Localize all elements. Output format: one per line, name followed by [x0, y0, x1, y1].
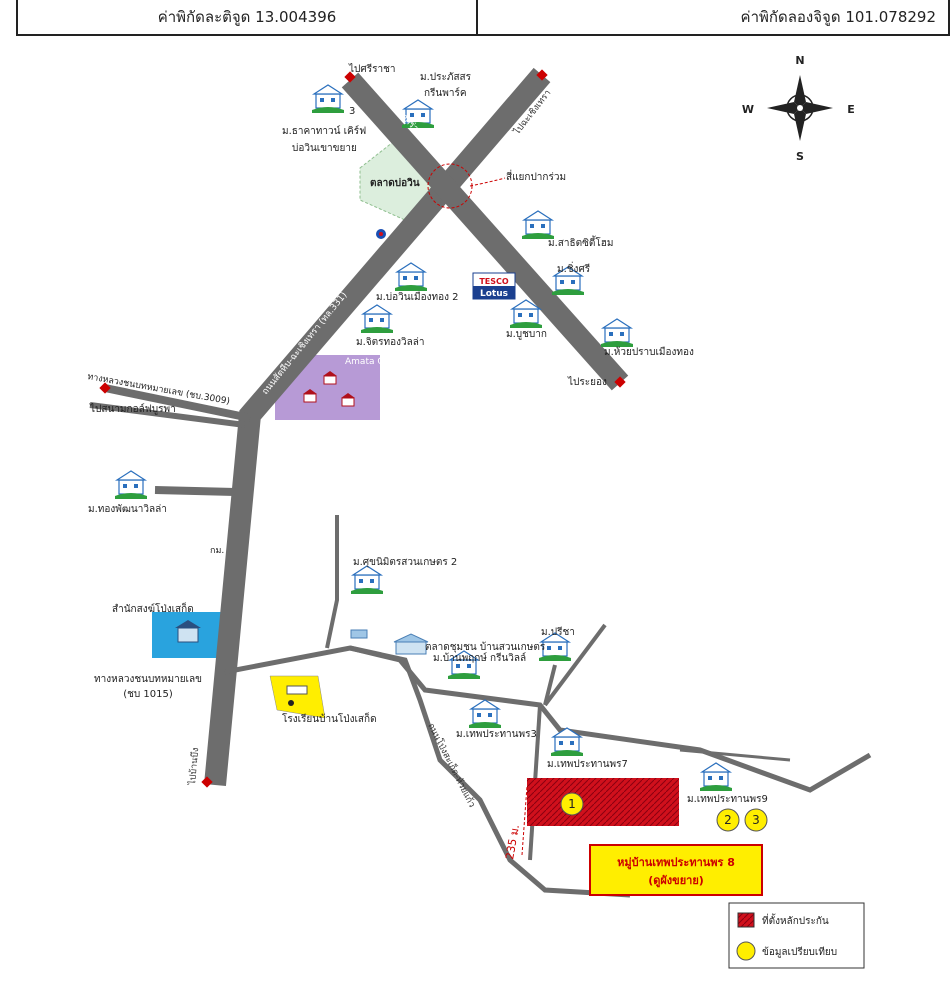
roads [89, 67, 872, 898]
compass-w: W [742, 103, 754, 116]
coordinate-header: ค่าพิกัดละติจูด 13.004396 ค่าพิกัดลองจิจ… [16, 0, 950, 36]
village-3-label: 3 [349, 106, 355, 117]
temple-icon [175, 620, 201, 643]
compass-n: N [795, 54, 804, 67]
marker-1-label: 1 [568, 797, 576, 811]
marker-3 [744, 808, 768, 832]
village-ascot-label: ม.ธาคาทาวน์ เคิร์ฟ [282, 125, 366, 137]
svg-text:Lotus: Lotus [480, 289, 508, 299]
village-preecha-label: ม.ปรีชา [541, 626, 575, 638]
distance-label: 235 ม. [503, 824, 522, 861]
subject-subtitle: (ดูผังขยาย) [648, 874, 704, 888]
amata-city-label: Amata City [345, 357, 396, 367]
svg-text:TESCO: TESCO [479, 277, 509, 286]
longitude-label: ค่าพิกัดลองจิจูด 101.078292 [476, 0, 948, 34]
to-ban-bueng-label: ไปบ้านบึง [187, 747, 201, 786]
latitude-label: ค่าพิกัดละติจูด 13.004396 [157, 8, 337, 26]
village-prapatsorn-label: ม.ประภัสสร [420, 72, 472, 83]
pong-sakit-school-label: โรงเรียนบ้านโป่งเสก็ด [282, 711, 377, 725]
village-bowin-muang-thong-label: ม.บ่อวินเมืองทอง 2 [376, 291, 459, 303]
village-chingchai-label: ม.ชิ่งศรี [557, 261, 591, 275]
to-rayong-label: ไประยอง [567, 376, 607, 388]
bo-win-market-label: ตลาดบ่อวิน [370, 177, 420, 189]
km-marker-label: กม. [210, 546, 224, 556]
compass-s: S [796, 150, 804, 163]
legend-collateral-label: ที่ตั้งหลักประกัน [762, 913, 829, 927]
village-thep-9-label: ม.เทพประทานพร9 [687, 794, 768, 805]
road-1015-label-1: ทางหลวงชนบทหมายเลข [94, 674, 202, 685]
tesco-lotus-logo: TESCO Lotus [472, 272, 516, 300]
community-market-icon [393, 633, 429, 655]
pak-ruam-junction-label: สี่แยกปากร่วม [506, 169, 566, 183]
to-sriracha-label: ไปศรีราชา [348, 63, 395, 75]
village-jitra-thong-label: ม.จิตรทองวิลล่า [356, 337, 424, 348]
small-building-icon [350, 629, 368, 639]
collateral-parcel [527, 778, 679, 826]
village-thong-phatthana-label: ม.ทองพัฒนาวิลล่า [88, 504, 167, 515]
school-area [269, 675, 326, 719]
village-prapatsorn-label-2: กรีนพาร์ค [424, 87, 467, 99]
legend-comparison-label: ข้อมูลเปรียบเทียบ [762, 946, 837, 958]
marker-2 [716, 808, 740, 832]
subject-title: หมู่บ้านเทพประทานพร 8 [617, 856, 735, 870]
marker-3-label: 3 [752, 813, 760, 827]
village-thep-7-label: ม.เทพประทานพร7 [547, 759, 628, 770]
marker-2-label: 2 [724, 813, 732, 827]
village-sathit-label: ม.สาธิตซิตี้โฮม [548, 235, 613, 249]
village-thep-3-label: ม.เทพประทานพร3 [456, 729, 537, 740]
legend [728, 902, 865, 969]
village-huai-prap-label: ม.ห้วยปราบเมืองทอง [604, 346, 694, 358]
village-suchanimit-label: ม.ศุขนิมิตรสวนเกษตร 2 [353, 557, 457, 568]
school-icon [286, 685, 308, 706]
subject-box [589, 844, 763, 896]
compass-rose [767, 75, 833, 141]
marker-1 [560, 792, 584, 816]
to-golf-label: ไปสนามกอล์ฟบูรพา [89, 403, 176, 415]
pong-sakit-office-label: สำนักสงฆ์โป่งเสก็ด [112, 601, 194, 615]
compass-e: E [847, 103, 855, 116]
community-market-label: ตลาดชุมชน บ้านสวนเกษตร [425, 641, 546, 653]
village-ban-phruek-label: ม.บ้านพฤกษ์ กรีนวิลล์ [433, 652, 526, 664]
village-busbai-label: ม.บูชบาก [506, 329, 547, 340]
road-1015-label-2: (ชบ 1015) [123, 689, 173, 700]
village-ascot-label-2: บ่อวินเขาขยาย [292, 143, 357, 154]
